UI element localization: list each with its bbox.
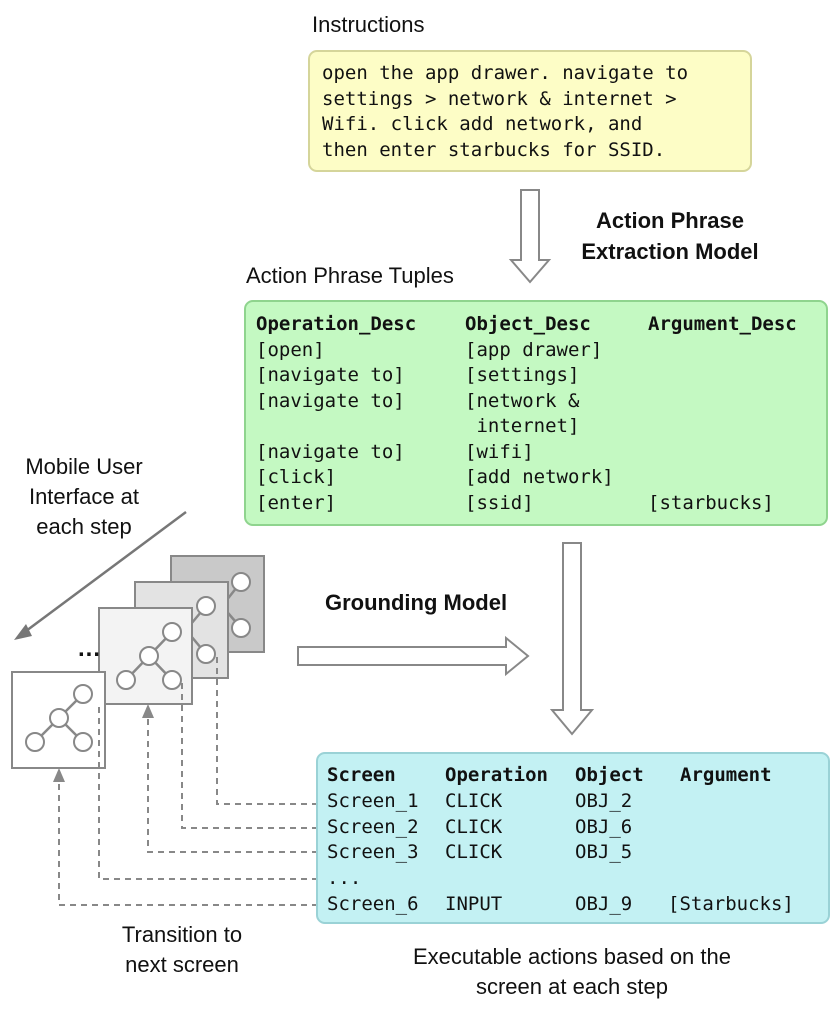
mobile-ui-line-2: Interface at <box>28 484 140 509</box>
action-row-2-obj: OBJ_6 <box>575 816 633 838</box>
actions-header-screen: Screen <box>327 764 396 786</box>
mobile-ui-line-1: Mobile User <box>25 454 143 479</box>
action-row-3-screen: Screen_3 <box>327 841 419 863</box>
hollow-arrow-right <box>297 635 530 677</box>
screens-ellipsis: ... <box>78 635 102 662</box>
instructions-box: open the app drawer. navigate to setting… <box>308 50 752 172</box>
tuple-row-4-op: [navigate to] <box>256 441 405 463</box>
action-row-3-op: CLICK <box>445 841 503 863</box>
extraction-model-line-1: Action Phrase <box>596 208 744 233</box>
transition-line-1: Transition to <box>121 922 243 947</box>
hollow-arrow-down-1 <box>508 189 552 284</box>
tuple-row-1-op: [open] <box>256 339 325 361</box>
instructions-title: Instructions <box>312 12 425 37</box>
tuple-row-4-obj: [wifi] <box>465 441 534 463</box>
tuple-row-6-op: [enter] <box>256 492 337 514</box>
extraction-model-line-2: Extraction Model <box>581 239 759 264</box>
tuples-title: Action Phrase Tuples <box>246 263 454 288</box>
action-row-4-screen: Screen_6 <box>327 893 419 915</box>
tuples-header-arg: Argument_Desc <box>648 313 797 335</box>
extraction-model-label: Action Phrase Extraction Model <box>555 208 785 265</box>
transition-label: Transition to next screen <box>92 920 272 980</box>
action-row-2-screen: Screen_2 <box>327 816 419 838</box>
action-row-3-obj: OBJ_5 <box>575 841 633 863</box>
connector-arrowheads <box>53 704 154 782</box>
mobile-ui-label: Mobile User Interface at each step <box>6 452 162 542</box>
tuple-row-3-obj: [network & <box>465 390 580 412</box>
tuple-row-6-obj: [ssid] <box>465 492 534 514</box>
tuple-row-5-op: [click] <box>256 466 337 488</box>
tuples-box: Operation_Desc Object_Desc Argument_Desc… <box>244 300 828 526</box>
action-row-4-op: INPUT <box>445 893 503 915</box>
tuple-row-1-obj: [app drawer] <box>465 339 603 361</box>
executable-line-1: Executable actions based on the <box>412 944 731 969</box>
diagonal-arrow <box>14 510 187 640</box>
tuple-row-3-obj-cont: internet] <box>465 415 580 437</box>
tuple-row-6-arg: [starbucks] <box>648 492 774 514</box>
tuples-header-obj: Object_Desc <box>465 313 591 335</box>
action-row-1-obj: OBJ_2 <box>575 790 633 812</box>
action-row-2-op: CLICK <box>445 816 503 838</box>
actions-header-argument: Argument <box>680 764 772 786</box>
transition-line-2: next screen <box>125 952 239 977</box>
executable-caption: Executable actions based on the screen a… <box>366 942 778 1002</box>
executable-line-2: screen at each step <box>475 974 668 999</box>
instructions-line-1: open the app drawer. navigate to <box>322 62 689 84</box>
instructions-line-3: Wifi. click add network, and <box>322 113 643 135</box>
tuples-header-op: Operation_Desc <box>256 313 417 335</box>
hollow-arrow-down-2 <box>549 542 595 736</box>
actions-box: Screen Operation Object Argument Screen_… <box>316 752 830 924</box>
action-row-1-op: CLICK <box>445 790 503 812</box>
action-row-4-arg: [Starbucks] <box>668 893 794 915</box>
instructions-line-2: settings > network & internet > <box>322 87 677 110</box>
actions-header-operation: Operation <box>445 764 548 786</box>
actions-header-object: Object <box>575 764 644 786</box>
tuple-row-2-op: [navigate to] <box>256 364 405 386</box>
action-row-1-screen: Screen_1 <box>327 790 419 812</box>
tuple-row-2-obj: [settings] <box>465 364 580 386</box>
tuple-row-3-op: [navigate to] <box>256 390 405 412</box>
screen-card-1 <box>98 607 193 705</box>
grounding-model-label: Grounding Model <box>325 590 508 615</box>
instructions-line-4: then enter starbucks for SSID. <box>322 138 666 161</box>
screen-card-current <box>11 671 106 769</box>
action-row-4-obj: OBJ_9 <box>575 893 633 915</box>
tuple-row-5-obj: [add network] <box>465 466 614 488</box>
action-row-ellipsis: ... <box>327 867 362 889</box>
dashed-connectors <box>58 652 318 906</box>
mobile-ui-line-3: each step <box>36 514 132 539</box>
